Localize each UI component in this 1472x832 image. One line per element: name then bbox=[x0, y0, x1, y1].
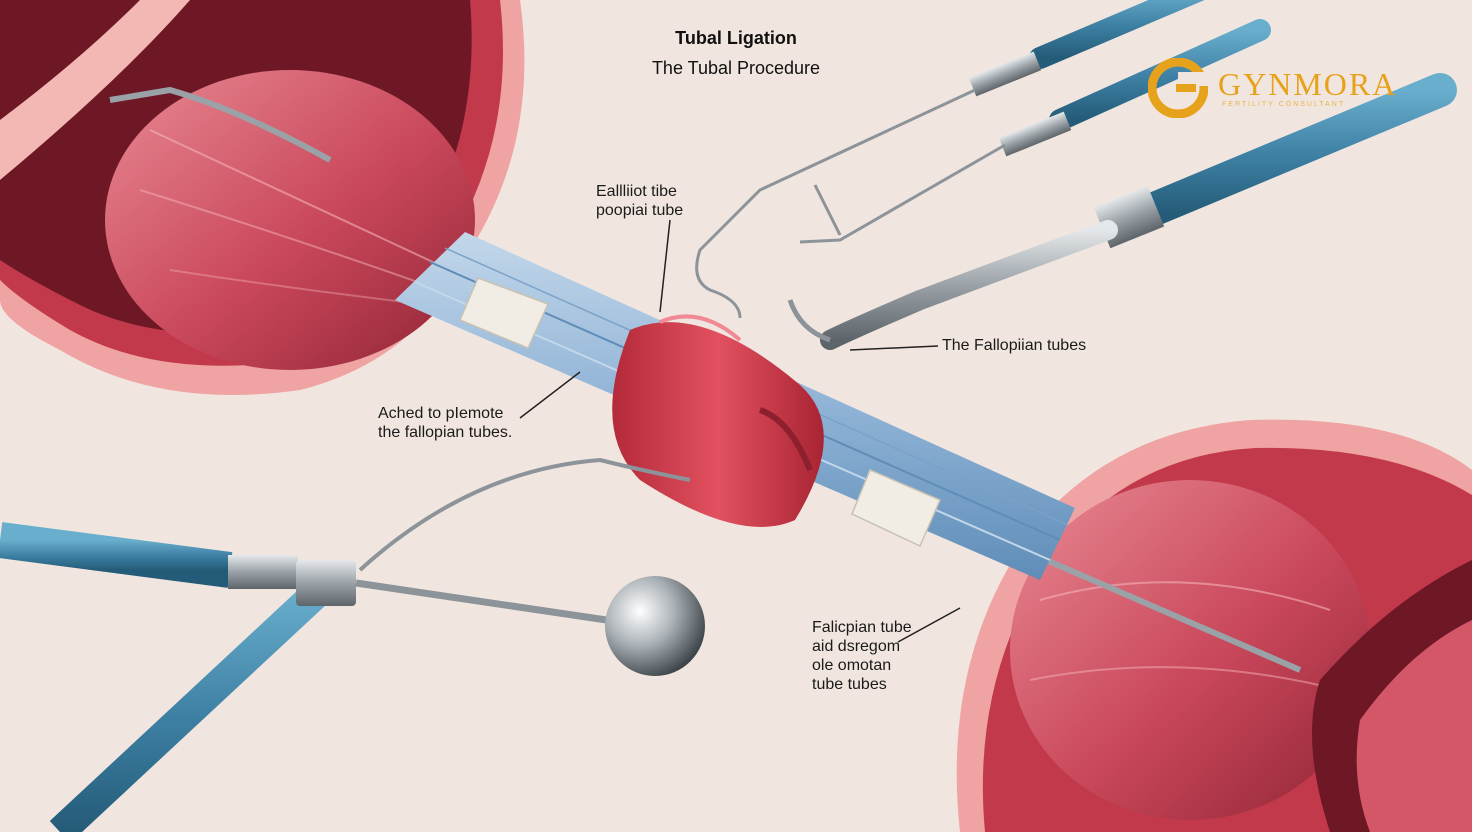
gauze-wrap-left bbox=[459, 277, 550, 349]
diagram-subtitle: The Tubal Procedure bbox=[651, 58, 821, 78]
label-top-center: Eallliiot tibe poopiai tube bbox=[596, 183, 684, 219]
gynmora-logo: GYNMORA FERTILITY CONSULTANT bbox=[1148, 58, 1418, 118]
uterus-bottom-right bbox=[956, 419, 1472, 832]
label-left-middle: Ached to pIemote the fallopian tubes. bbox=[378, 405, 513, 441]
instrument-right-hook bbox=[787, 73, 1457, 350]
logo-wordmark: GYNMORA bbox=[1218, 66, 1398, 102]
leader-lines bbox=[519, 219, 961, 643]
ligation-band bbox=[612, 314, 824, 527]
instrument-top-upper bbox=[695, 0, 1205, 319]
diagram-title: Tubal Ligation bbox=[675, 28, 797, 48]
instrument-bottom-left bbox=[0, 457, 705, 832]
label-right-instrument: The Fallopiian tubes bbox=[942, 337, 1087, 354]
label-bottom-right: Falicpian tube aid dsregom ole omotan tu… bbox=[812, 619, 912, 693]
logo-g-mark-icon bbox=[1148, 58, 1208, 118]
uterus-top-left bbox=[0, 0, 525, 395]
logo-tagline: FERTILITY CONSULTANT bbox=[1222, 101, 1346, 108]
gauze-wrap-right bbox=[851, 469, 941, 548]
